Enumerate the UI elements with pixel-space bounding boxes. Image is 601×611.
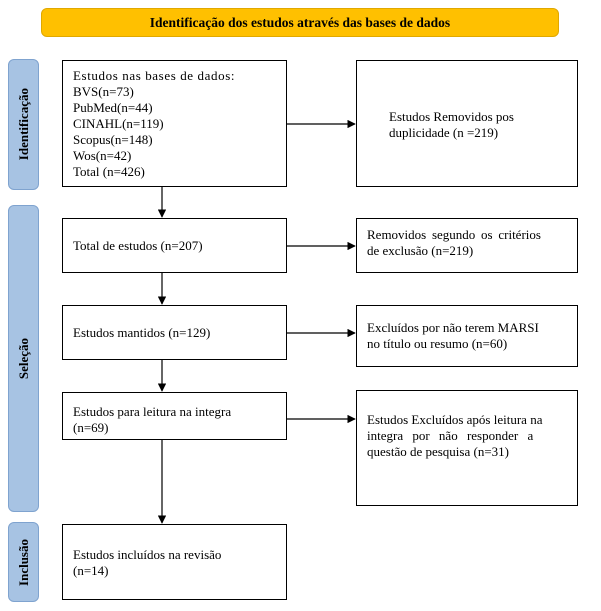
removed-duplicates-line-1: Estudos Removidos pos: [389, 109, 514, 124]
diagram-title: Identificação dos estudos através das ba…: [41, 8, 559, 37]
excluded-full-read-line-2: integra por não responder a: [367, 428, 534, 443]
box-total-studies: Total de estudos (n=207): [62, 218, 287, 273]
box-removed-criteria: Removidos segundo os critérios de exclus…: [356, 218, 578, 273]
full-read-line-2: (n=69): [73, 420, 109, 435]
removed-criteria-line-1: Removidos segundo os critérios: [367, 227, 541, 242]
excluded-marsi-line-1: Excluídos por não terem MARSI: [367, 320, 539, 335]
box-excluded-marsi: Excluídos por não terem MARSI no título …: [356, 305, 578, 367]
database-cinahl: CINAHL(n=119): [73, 116, 164, 131]
database-scopus: Scopus(n=148): [73, 132, 153, 147]
total-studies-text: Total de estudos (n=207): [73, 238, 203, 253]
box-removed-duplicates: Estudos Removidos pos duplicidade (n =21…: [356, 60, 578, 187]
included-line-1: Estudos incluídos na revisão: [73, 547, 222, 562]
database-pubmed: PubMed(n=44): [73, 100, 153, 115]
kept-studies-text: Estudos mantidos (n=129): [73, 325, 211, 340]
removed-duplicates-line-2: duplicidade (n =219): [389, 125, 499, 140]
database-bvs: BVS(n=73): [73, 84, 134, 99]
database-total: Total (n=426): [73, 164, 145, 179]
excluded-marsi-line-2: no título ou resumo (n=60): [367, 336, 508, 351]
included-line-2: (n=14): [73, 563, 109, 578]
stage-selecao: Seleção: [8, 205, 39, 512]
excluded-full-read-line-3: questão de pesquisa (n=31): [367, 444, 509, 459]
databases-header: Estudos nas bases de dados:: [73, 68, 236, 83]
box-included: Estudos incluídos na revisão (n=14): [62, 524, 287, 600]
full-read-line-1: Estudos para leitura na integra: [73, 404, 232, 419]
box-excluded-full-read: Estudos Excluídos após leitura na integr…: [356, 390, 578, 506]
excluded-full-read-line-1: Estudos Excluídos após leitura na: [367, 412, 543, 427]
box-databases: Estudos nas bases de dados: BVS(n=73) Pu…: [62, 60, 287, 187]
stage-identificacao: Identificação: [8, 59, 39, 190]
box-full-read: Estudos para leitura na integra (n=69): [62, 392, 287, 440]
box-kept-studies: Estudos mantidos (n=129): [62, 305, 287, 360]
removed-criteria-line-2: de exclusão (n=219): [367, 243, 474, 258]
database-wos: Wos(n=42): [73, 148, 132, 163]
stage-inclusao: Inclusão: [8, 522, 39, 602]
